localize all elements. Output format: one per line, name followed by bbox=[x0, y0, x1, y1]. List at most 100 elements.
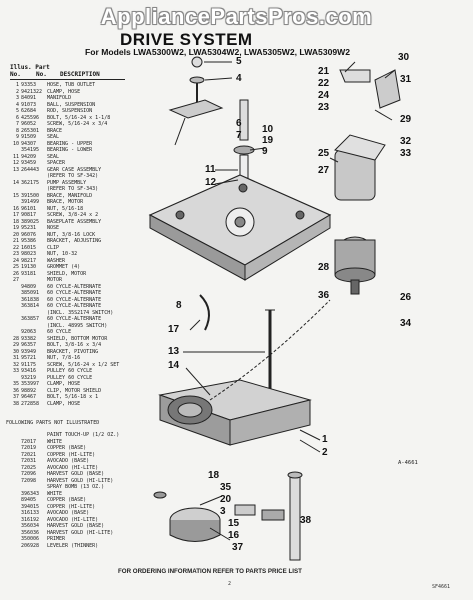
part-description: CLAMP, HOSE bbox=[47, 400, 81, 407]
part-number: 316133 bbox=[21, 510, 40, 516]
part-number: 91509 bbox=[21, 134, 37, 140]
callout-22: 22 bbox=[318, 78, 330, 89]
callout-19: 19 bbox=[262, 135, 274, 146]
part-description: BEARING - LOWER bbox=[47, 147, 93, 153]
illus-number: 11 bbox=[12, 153, 19, 160]
part-row: 361838 60 CYCLE-ALTERNATE bbox=[8, 297, 158, 304]
callout-7: 7 bbox=[236, 130, 242, 141]
part-description: BOLT, 5/16-24 x 1-1/8 bbox=[47, 114, 111, 121]
part-number: 354195 bbox=[21, 147, 40, 153]
callout-3: 3 bbox=[220, 506, 226, 517]
part-number: 72019 bbox=[21, 445, 37, 451]
callout-30: 30 bbox=[398, 52, 410, 63]
callout-5: 5 bbox=[236, 56, 242, 67]
part-number: 62684 bbox=[21, 108, 37, 114]
illus-number: 27 bbox=[12, 277, 19, 283]
part-number: 84091 bbox=[21, 95, 37, 101]
part-number: 96467 bbox=[21, 394, 37, 400]
part-description: PAINT TOUCH-UP (1/2 OZ.) bbox=[47, 432, 120, 438]
document-code: SF4661 bbox=[432, 584, 451, 590]
part-description: HARVEST GOLD (HI-LITE) bbox=[47, 477, 114, 484]
part-description: COPPER (BASE) bbox=[47, 497, 87, 503]
part-description: SCREW, 5/16-24 x 1/2 SET bbox=[47, 361, 120, 368]
part-number: 98892 bbox=[21, 387, 37, 394]
illus-number: 10 bbox=[12, 140, 19, 147]
part-description: SPACER bbox=[47, 160, 66, 166]
part-number: 363814 bbox=[21, 303, 40, 309]
part-number: 96052 bbox=[21, 121, 37, 127]
part-number: 361838 bbox=[21, 296, 40, 303]
part-description: 60 CYCLE bbox=[47, 329, 72, 335]
part-number: 391500 bbox=[21, 192, 40, 199]
illus-number: 23 bbox=[12, 251, 19, 257]
part-description: PRIMER bbox=[47, 536, 66, 542]
part-number: 72096 bbox=[21, 471, 37, 477]
part-row: (REFER TO SF-342) bbox=[8, 173, 158, 180]
illus-number: 33 bbox=[12, 368, 19, 374]
callout-32: 32 bbox=[400, 136, 412, 147]
header-illus: Illus. Part bbox=[10, 64, 50, 71]
illus-number: 24 bbox=[12, 257, 19, 264]
part-number: 316192 bbox=[21, 516, 40, 523]
illus-number: 18 bbox=[12, 218, 19, 225]
callout-27: 27 bbox=[318, 165, 330, 176]
part-number: 93181 bbox=[21, 270, 37, 277]
part-description: WHITE bbox=[47, 490, 63, 497]
part-number: 72031 bbox=[21, 458, 37, 464]
illus-number: 22 bbox=[12, 244, 19, 251]
part-number: 396343 bbox=[21, 490, 40, 497]
callout-12: 12 bbox=[205, 177, 217, 188]
part-number: 92063 bbox=[21, 329, 37, 335]
part-description: NUT, 7/8-16 bbox=[47, 355, 81, 361]
part-description: AVOCADO (HI-LITE) bbox=[47, 464, 99, 471]
part-description: COPPER (HI-LITE) bbox=[47, 451, 96, 458]
callout-36: 36 bbox=[318, 290, 330, 301]
part-number: 385091 bbox=[21, 290, 40, 296]
part-description: PUMP ASSEMBLY bbox=[47, 179, 87, 186]
part-description: COPPER (HI-LITE) bbox=[47, 503, 96, 510]
callout-33: 33 bbox=[400, 148, 412, 159]
part-number: 363857 bbox=[21, 316, 40, 322]
page-title: DRIVE SYSTEM bbox=[120, 30, 253, 49]
callout-28: 28 bbox=[318, 262, 330, 273]
part-description: (REFER TO SF-343) bbox=[47, 186, 99, 192]
callout-24: 24 bbox=[318, 90, 330, 101]
part-description: AVOCADO (HI-LITE) bbox=[47, 516, 99, 523]
watermark: AppliancePartsPros.com bbox=[100, 4, 373, 29]
part-description: SEAL bbox=[47, 153, 60, 160]
illus-number: 26 bbox=[12, 270, 19, 277]
part-description: NUT, 3/8-16 LOCK bbox=[47, 231, 96, 238]
part-description: (INCL. 35S2174 SWITCH) bbox=[47, 309, 114, 316]
part-number: 16015 bbox=[21, 244, 37, 251]
part-number: 93416 bbox=[21, 368, 37, 374]
part-number: 356036 bbox=[21, 529, 40, 536]
part-description: 60 CYCLE-ALTERNATE bbox=[47, 296, 102, 303]
part-description: CLIP, MOTOR SHIELD bbox=[47, 387, 102, 394]
illus-number: 36 bbox=[12, 387, 19, 394]
part-description: AVOCADO (BASE) bbox=[47, 510, 90, 516]
part-row: 316192 AVOCADO (HI-LITE) bbox=[8, 517, 158, 524]
illus-number: 9 bbox=[15, 134, 19, 140]
illus-number: 14 bbox=[12, 179, 19, 186]
part-number: 90817 bbox=[21, 212, 37, 218]
part-number: 95231 bbox=[21, 225, 37, 231]
